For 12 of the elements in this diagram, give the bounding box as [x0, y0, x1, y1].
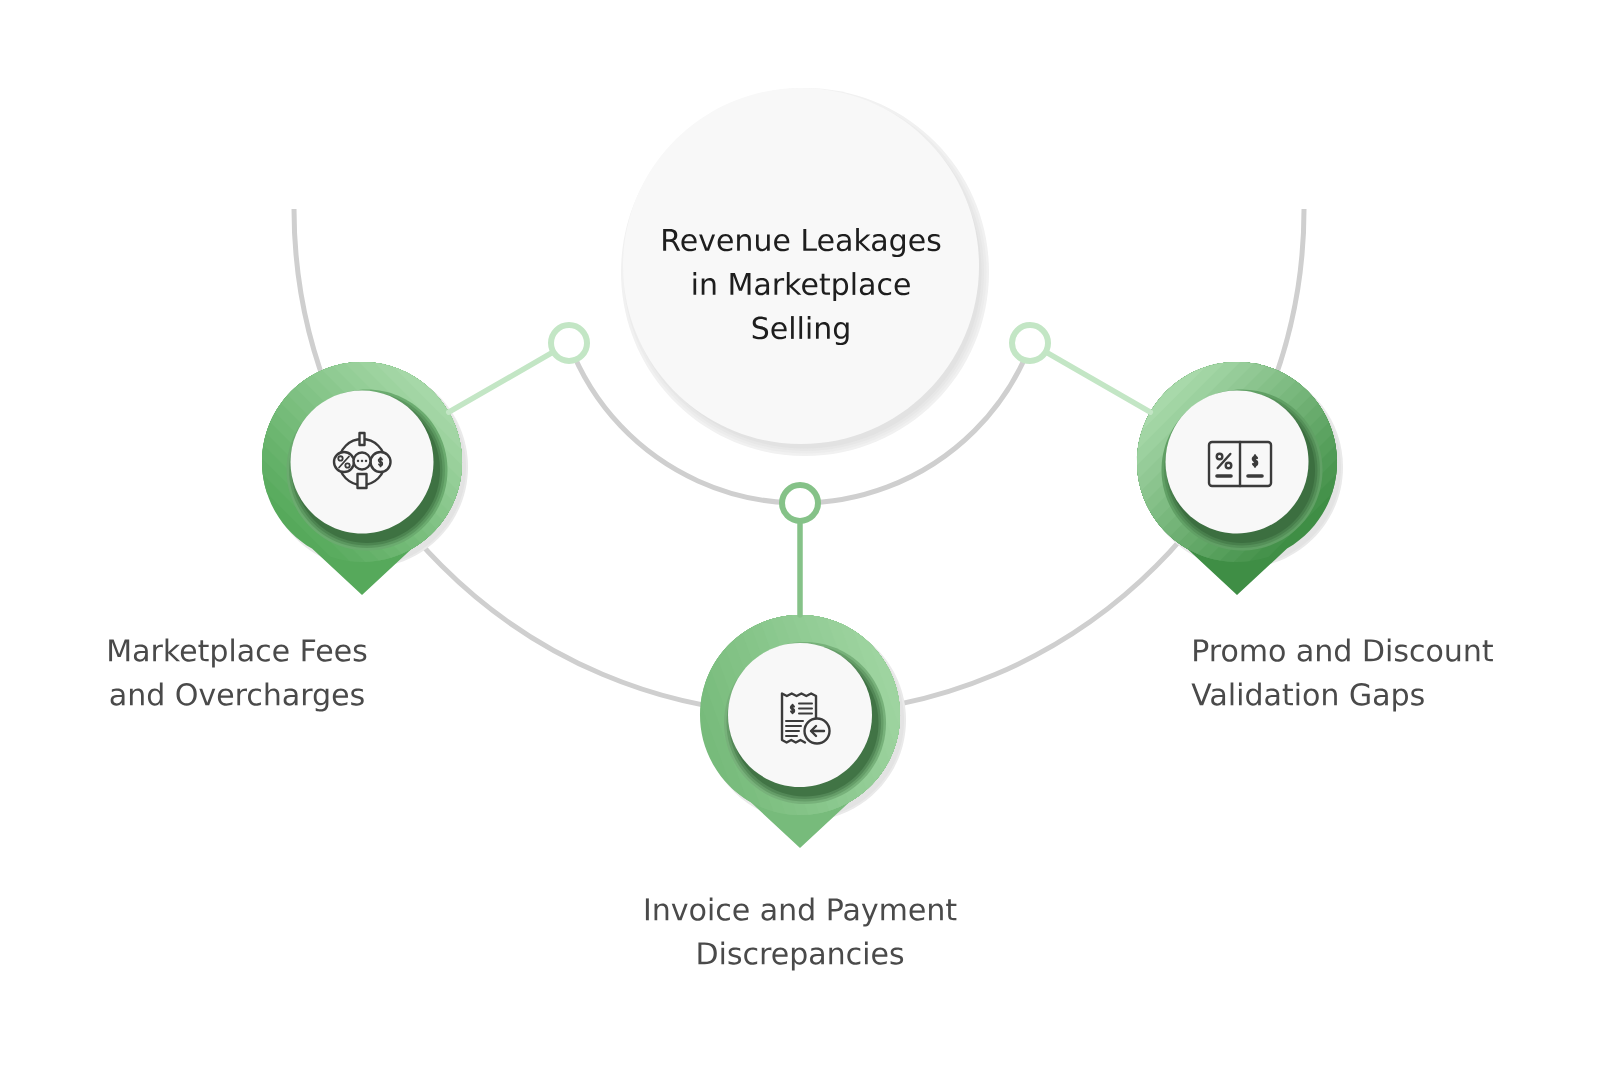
pin-marker [700, 615, 906, 848]
connector-line [1045, 350, 1154, 415]
pin-marker [1137, 361, 1343, 595]
category-label: Marketplace Fees and Overcharges [109, 638, 367, 712]
ring-marker [548, 322, 590, 364]
category-label: Promo and Discount Validation Gaps [1191, 638, 1493, 712]
connector-line [445, 350, 554, 415]
connector-line [797, 521, 803, 618]
pin-marker [262, 362, 468, 595]
ring-marker [1009, 322, 1051, 364]
category-label: Invoice and Payment Discrepancies [645, 897, 957, 971]
ring-marker [779, 482, 821, 524]
